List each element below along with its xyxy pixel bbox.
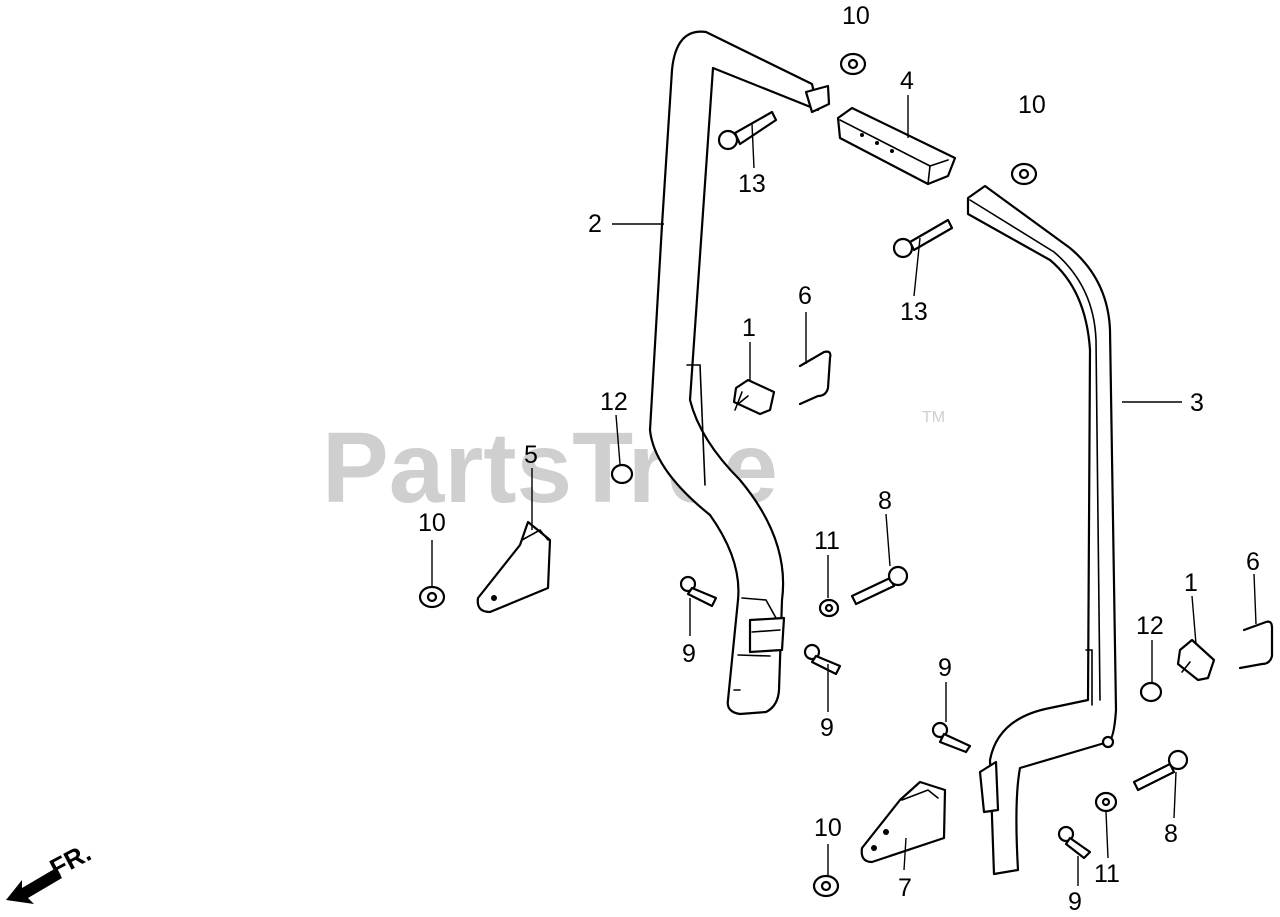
right-bracket[interactable] (860, 780, 947, 864)
callout-3: 3 (1190, 389, 1204, 417)
arrow-icon (6, 868, 62, 904)
washer-11-right[interactable] (1094, 791, 1118, 813)
bolt-8-right[interactable] (1132, 749, 1189, 792)
callout-8: 8 (878, 487, 892, 515)
callout-8: 8 (1164, 820, 1178, 848)
bolt-13-lower[interactable] (892, 218, 954, 259)
callout-7: 7 (898, 874, 912, 902)
callout-6: 6 (1246, 548, 1260, 576)
callout-9: 9 (682, 640, 696, 668)
callout-9: 9 (1068, 888, 1082, 916)
nut-10-bottom[interactable] (812, 874, 840, 898)
callout-12: 12 (1136, 612, 1164, 640)
callout-10: 10 (814, 814, 842, 842)
callout-13: 13 (738, 170, 766, 198)
front-direction-arrow: FR. (6, 837, 96, 904)
callout-5: 5 (524, 441, 538, 469)
nut-12-left[interactable] (610, 463, 634, 485)
bolt-9-c[interactable] (931, 721, 972, 754)
u-bolt-right[interactable] (1238, 620, 1274, 670)
nut-10-top[interactable] (839, 52, 867, 76)
callout-9: 9 (820, 714, 834, 742)
callout-12: 12 (600, 388, 628, 416)
callout-10: 10 (842, 2, 870, 30)
watermark-trademark: TM (922, 409, 945, 426)
callout-1: 1 (742, 314, 756, 342)
callout-10: 10 (1018, 91, 1046, 119)
callout-labels: 10 4 10 13 2 13 6 1 3 12 5 8 10 11 9 9 6… (418, 2, 1260, 916)
callout-9: 9 (938, 654, 952, 682)
bolt-9-b[interactable] (803, 643, 842, 676)
callout-6: 6 (798, 282, 812, 310)
callout-11: 11 (814, 527, 840, 555)
callout-2: 2 (588, 210, 602, 238)
bolt-8-left[interactable] (850, 565, 909, 606)
clamp-pad-right[interactable] (1176, 638, 1216, 682)
washer-11-left[interactable] (818, 598, 840, 618)
nut-12-right[interactable] (1139, 681, 1163, 703)
callout-11: 11 (1094, 860, 1120, 888)
left-bracket[interactable] (476, 520, 552, 614)
nut-10-right[interactable] (1010, 162, 1038, 186)
callout-10: 10 (418, 509, 446, 537)
nut-10-left[interactable] (418, 585, 446, 609)
callout-13: 13 (900, 298, 928, 326)
clamp-pad-left[interactable] (732, 378, 776, 416)
callout-4: 4 (900, 67, 914, 95)
joint-bar[interactable] (836, 106, 957, 186)
u-bolt-left[interactable] (798, 350, 832, 406)
left-handle-pipe[interactable] (648, 30, 831, 716)
right-handle-pipe[interactable] (966, 184, 1118, 876)
callout-1: 1 (1184, 569, 1198, 597)
bolt-13-upper[interactable] (717, 110, 778, 151)
bolt-9-d[interactable] (1057, 825, 1092, 860)
leader-lines (431, 95, 1257, 886)
bolt-9-a[interactable] (679, 575, 718, 608)
